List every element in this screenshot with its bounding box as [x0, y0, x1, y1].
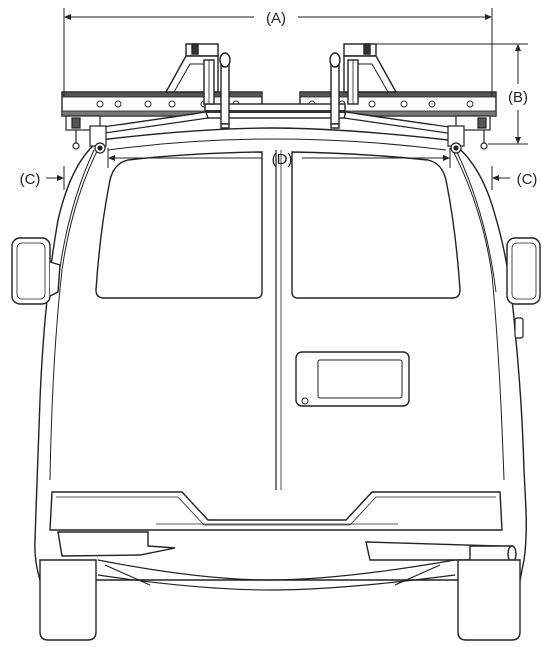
right-rear-window — [291, 151, 461, 299]
license-plate-inner — [317, 359, 403, 399]
left-ladder-clamp — [164, 43, 219, 105]
left-pillar-line — [49, 144, 101, 481]
right-pillar-line — [449, 144, 505, 481]
rear-bumper — [49, 491, 503, 561]
dimension-d-label: (D) — [272, 151, 293, 168]
right-pole — [329, 52, 341, 129]
right-pillar-line-inner — [455, 149, 497, 293]
dimension-lines — [46, 8, 528, 190]
right-end-clamp — [447, 115, 491, 154]
roof-crown-line — [107, 138, 447, 151]
left-pole — [219, 52, 231, 129]
left-rear-window — [95, 151, 263, 299]
dimension-b-label: (B) — [508, 89, 528, 106]
left-tire — [39, 559, 97, 641]
roof-rack — [61, 43, 497, 154]
under-chassis — [97, 559, 456, 591]
right-ladder-clamp — [343, 43, 398, 105]
exhaust-pipe — [469, 545, 517, 563]
dimension-c-right-label: (C) — [517, 171, 538, 188]
right-side-handle — [514, 317, 524, 339]
dimension-a-label: (A) — [266, 10, 286, 27]
door-lock-icon — [301, 397, 309, 405]
left-mirror — [11, 237, 61, 305]
right-mirror — [506, 237, 541, 305]
dimension-c-left-label: (C) — [20, 171, 41, 188]
left-end-clamp — [65, 115, 107, 154]
right-tire — [457, 559, 521, 641]
